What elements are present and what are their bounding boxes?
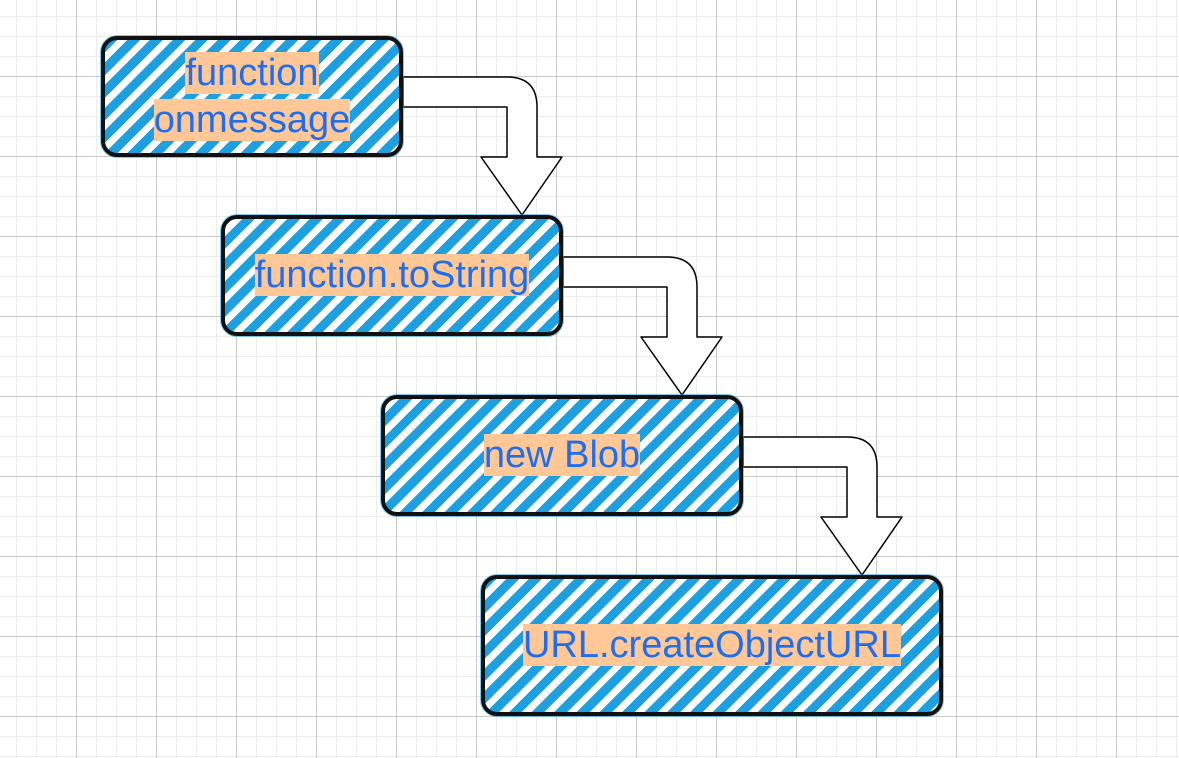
node-label: new Blob (483, 432, 641, 479)
node-label: URL.createObjectURL (522, 622, 902, 669)
node-function-onmessage[interactable]: function onmessage (101, 36, 403, 157)
node-label-line: onmessage (153, 98, 351, 141)
node-label: function onmessage (153, 50, 351, 144)
node-new-blob[interactable]: new Blob (381, 395, 743, 516)
arrow-onmessage-to-tostring (402, 76, 563, 216)
node-function-tostring[interactable]: function.toString (221, 215, 563, 336)
node-label-line: URL.createObjectURL (522, 624, 902, 666)
node-url-createobjecturl[interactable]: URL.createObjectURL (481, 575, 943, 716)
node-label-line: new Blob (483, 434, 641, 476)
node-label: function.toString (254, 252, 530, 299)
arrow-tostring-to-blob (562, 256, 723, 396)
node-label-line: function (185, 51, 319, 94)
arrow-blob-to-createobjecturl (742, 436, 903, 576)
node-label-line: function.toString (254, 254, 530, 296)
